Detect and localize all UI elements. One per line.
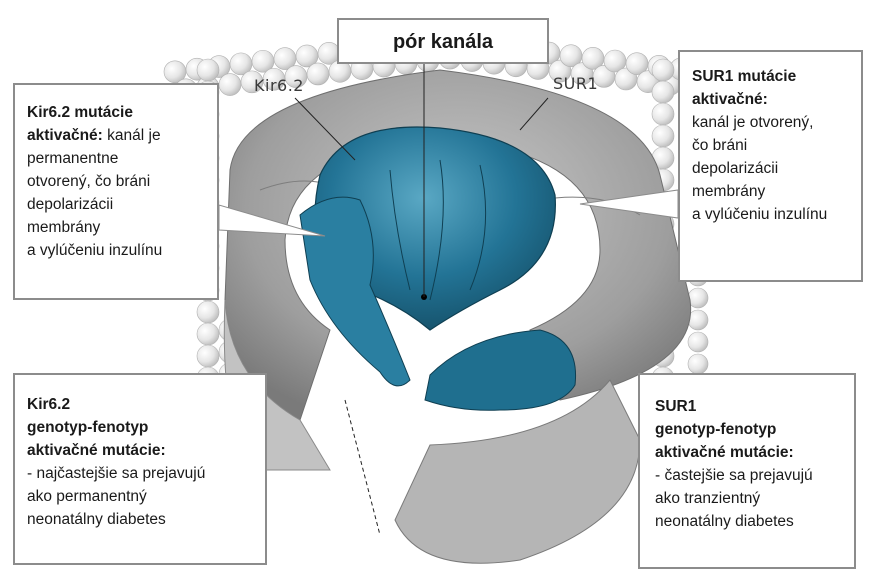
- sur-act-heading-1: SUR1 mutácie: [692, 65, 849, 88]
- lipid-bead: [219, 74, 241, 96]
- kir-act-line-2-rest: kanál je: [103, 127, 161, 144]
- lipid-bead: [652, 103, 674, 125]
- sur-gen-line-6: neonatálny diabetes: [655, 510, 842, 533]
- lipid-bead: [688, 354, 708, 374]
- channel-pore-label: pór kanála: [337, 18, 549, 64]
- sur-act-heading-2: aktivačné:: [692, 88, 849, 111]
- kir-act-line-4: otvorený, čo bráni: [27, 170, 205, 193]
- lipid-bead: [652, 59, 674, 81]
- kir-act-line-6: membrány: [27, 216, 205, 239]
- sur-gen-line-5: ako tranzientný: [655, 487, 842, 510]
- kir62-structure-label: Kir6.2: [254, 76, 304, 95]
- lipid-bead: [652, 125, 674, 147]
- sur1-activating-box: SUR1 mutácie aktivačné: kanál je otvoren…: [678, 50, 863, 282]
- kir-act-line-3: permanentne: [27, 147, 205, 170]
- kir62-core: [300, 127, 576, 410]
- sur-gen-line-2: genotyp-fenotyp: [655, 418, 842, 441]
- lipid-bead: [197, 301, 219, 323]
- sur-act-line-5: depolarizácii: [692, 157, 849, 180]
- kir-gen-line-3: aktivačné mutácie:: [27, 439, 253, 462]
- sur-gen-line-4: - častejšie sa prejavujú: [655, 464, 842, 487]
- kir-gen-line-6: neonatálny diabetes: [27, 508, 253, 531]
- kir-act-heading-2: aktivačné:: [27, 127, 103, 144]
- lipid-bead: [197, 59, 219, 81]
- kir-gen-line-5: ako permanentný: [27, 485, 253, 508]
- kir-gen-line-2: genotyp-fenotyp: [27, 416, 253, 439]
- sur-act-line-4: čo bráni: [692, 134, 849, 157]
- kir-gen-line-1: Kir6.2: [27, 393, 253, 416]
- lipid-bead: [307, 63, 329, 85]
- lipid-bead: [197, 323, 219, 345]
- kir62-genotype-box: Kir6.2 genotyp-fenotyp aktivačné mutácie…: [13, 373, 267, 565]
- sur-act-line-6: membrány: [692, 180, 849, 203]
- kir-act-line-7: a vylúčeniu inzulínu: [27, 239, 205, 262]
- sur1-structure-label: SUR1: [553, 74, 598, 93]
- kir-act-line-2: aktivačné: kanál je: [27, 124, 205, 147]
- lipid-bead: [652, 81, 674, 103]
- sur-gen-line-1: SUR1: [655, 395, 842, 418]
- kir62-activating-box: Kir6.2 mutácie aktivačné: kanál je perma…: [13, 83, 219, 300]
- kir-act-heading-1: Kir6.2 mutácie: [27, 101, 205, 124]
- sur1-genotype-box: SUR1 genotyp-fenotyp aktivačné mutácie: …: [638, 373, 856, 569]
- kir-gen-line-4: - najčastejšie sa prejavujú: [27, 462, 253, 485]
- lipid-bead: [688, 332, 708, 352]
- lipid-bead: [197, 345, 219, 367]
- sur-act-line-7: a vylúčeniu inzulínu: [692, 203, 849, 226]
- kir-act-line-5: depolarizácii: [27, 193, 205, 216]
- sur-gen-line-3: aktivačné mutácie:: [655, 441, 842, 464]
- sur-act-line-3: kanál je otvorený,: [692, 111, 849, 134]
